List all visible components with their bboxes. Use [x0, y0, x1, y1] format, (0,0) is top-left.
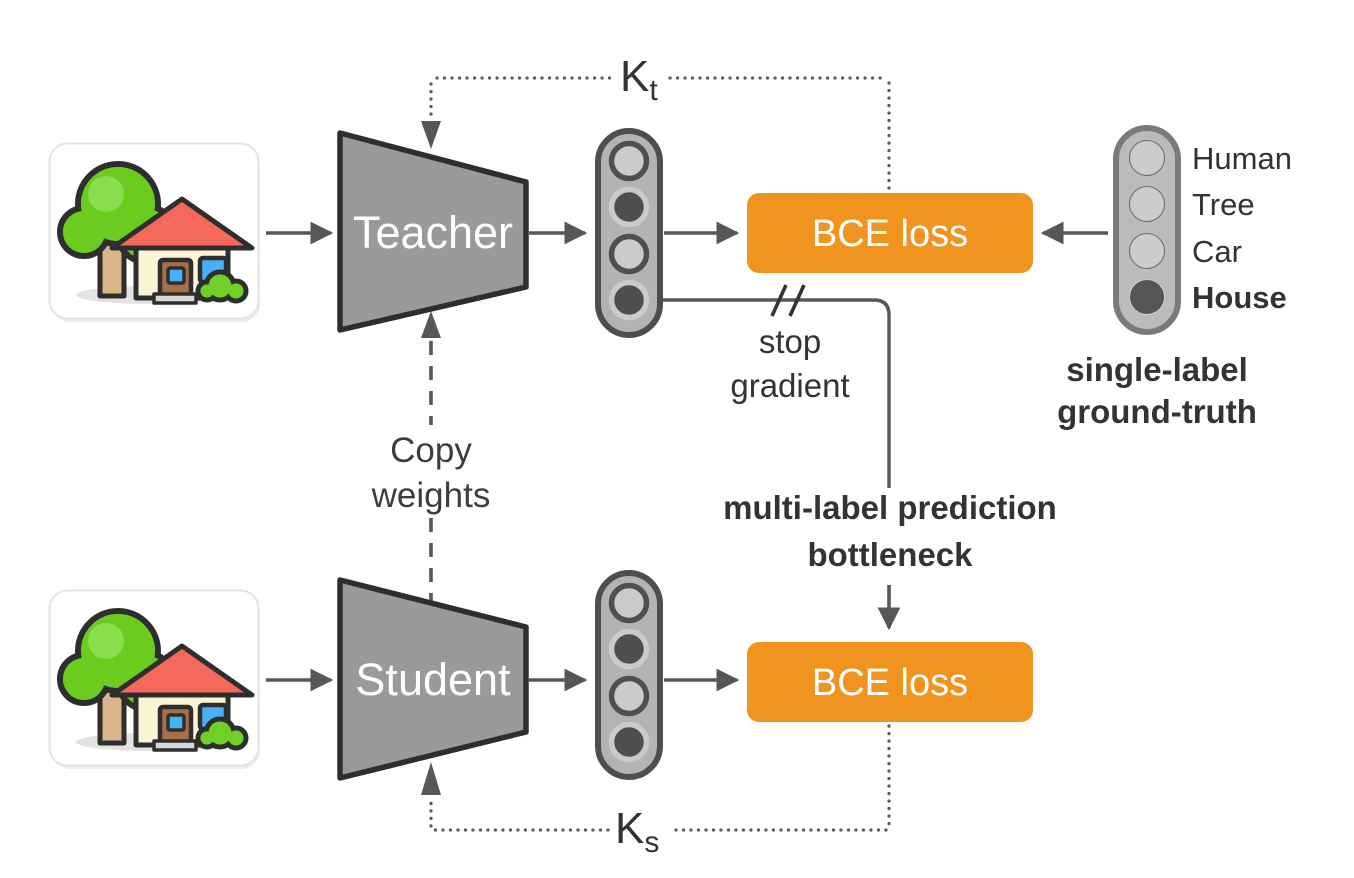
teacher-node: Teacher [337, 130, 529, 333]
copy-weights-path [421, 311, 441, 601]
bce-loss-top: BCE loss [747, 193, 1033, 273]
teacher-cell-3 [608, 233, 650, 275]
ground-truth-caption-line1: single-label [1066, 351, 1248, 388]
gt-cell-human [1129, 140, 1165, 176]
bottleneck-label-line1: multi-label prediction [723, 489, 1057, 526]
student-node: Student [337, 577, 529, 781]
teacher-cell-2 [608, 186, 650, 228]
kt-arrowhead [421, 121, 441, 149]
student-cell-4 [608, 721, 650, 763]
gt-label-human: Human [1192, 141, 1292, 176]
input-image-teacher [50, 144, 261, 323]
ground-truth-caption-line2: ground-truth [1057, 393, 1257, 430]
kt-label: Kt [620, 52, 658, 107]
copy-weights-arrowhead [421, 311, 441, 338]
bottleneck-label-line2: bottleneck [807, 536, 973, 573]
copy-weights-label-line2: weights [371, 476, 491, 515]
ks-arrowhead [421, 762, 441, 795]
kt-feedback-path [421, 76, 891, 191]
stop-gradient-label-line1: stop [759, 323, 821, 360]
bce-loss-bottom: BCE loss [747, 642, 1033, 722]
stop-gradient-path [661, 298, 891, 488]
student-cell-3 [608, 675, 650, 717]
bce-loss-bottom-label: BCE loss [812, 662, 968, 704]
stop-gradient-slash-icon [770, 284, 806, 317]
student-output-vector [595, 570, 663, 780]
copy-weights-label-line1: Copy [390, 431, 472, 470]
student-cell-2 [608, 628, 650, 670]
gt-cell-tree [1129, 186, 1165, 222]
student-label: Student [355, 654, 511, 705]
ks-label: Ks [615, 804, 659, 859]
bce-loss-top-label: BCE loss [812, 213, 968, 255]
gt-label-house: House [1192, 280, 1287, 315]
gt-cell-car [1129, 233, 1165, 269]
teacher-output-vector [595, 128, 663, 338]
gt-label-tree: Tree [1192, 187, 1255, 222]
stop-gradient-label-line2: gradient [730, 367, 849, 404]
student-cell-1 [608, 582, 650, 624]
gt-label-car: Car [1192, 234, 1242, 269]
ground-truth-vector: Human Tree Car House [1113, 125, 1292, 335]
teacher-cell-1 [608, 140, 650, 182]
ks-feedback-path [421, 724, 891, 832]
gt-cell-house [1129, 279, 1165, 315]
teacher-label: Teacher [353, 207, 513, 258]
teacher-cell-4 [608, 279, 650, 321]
input-image-student [50, 591, 261, 770]
